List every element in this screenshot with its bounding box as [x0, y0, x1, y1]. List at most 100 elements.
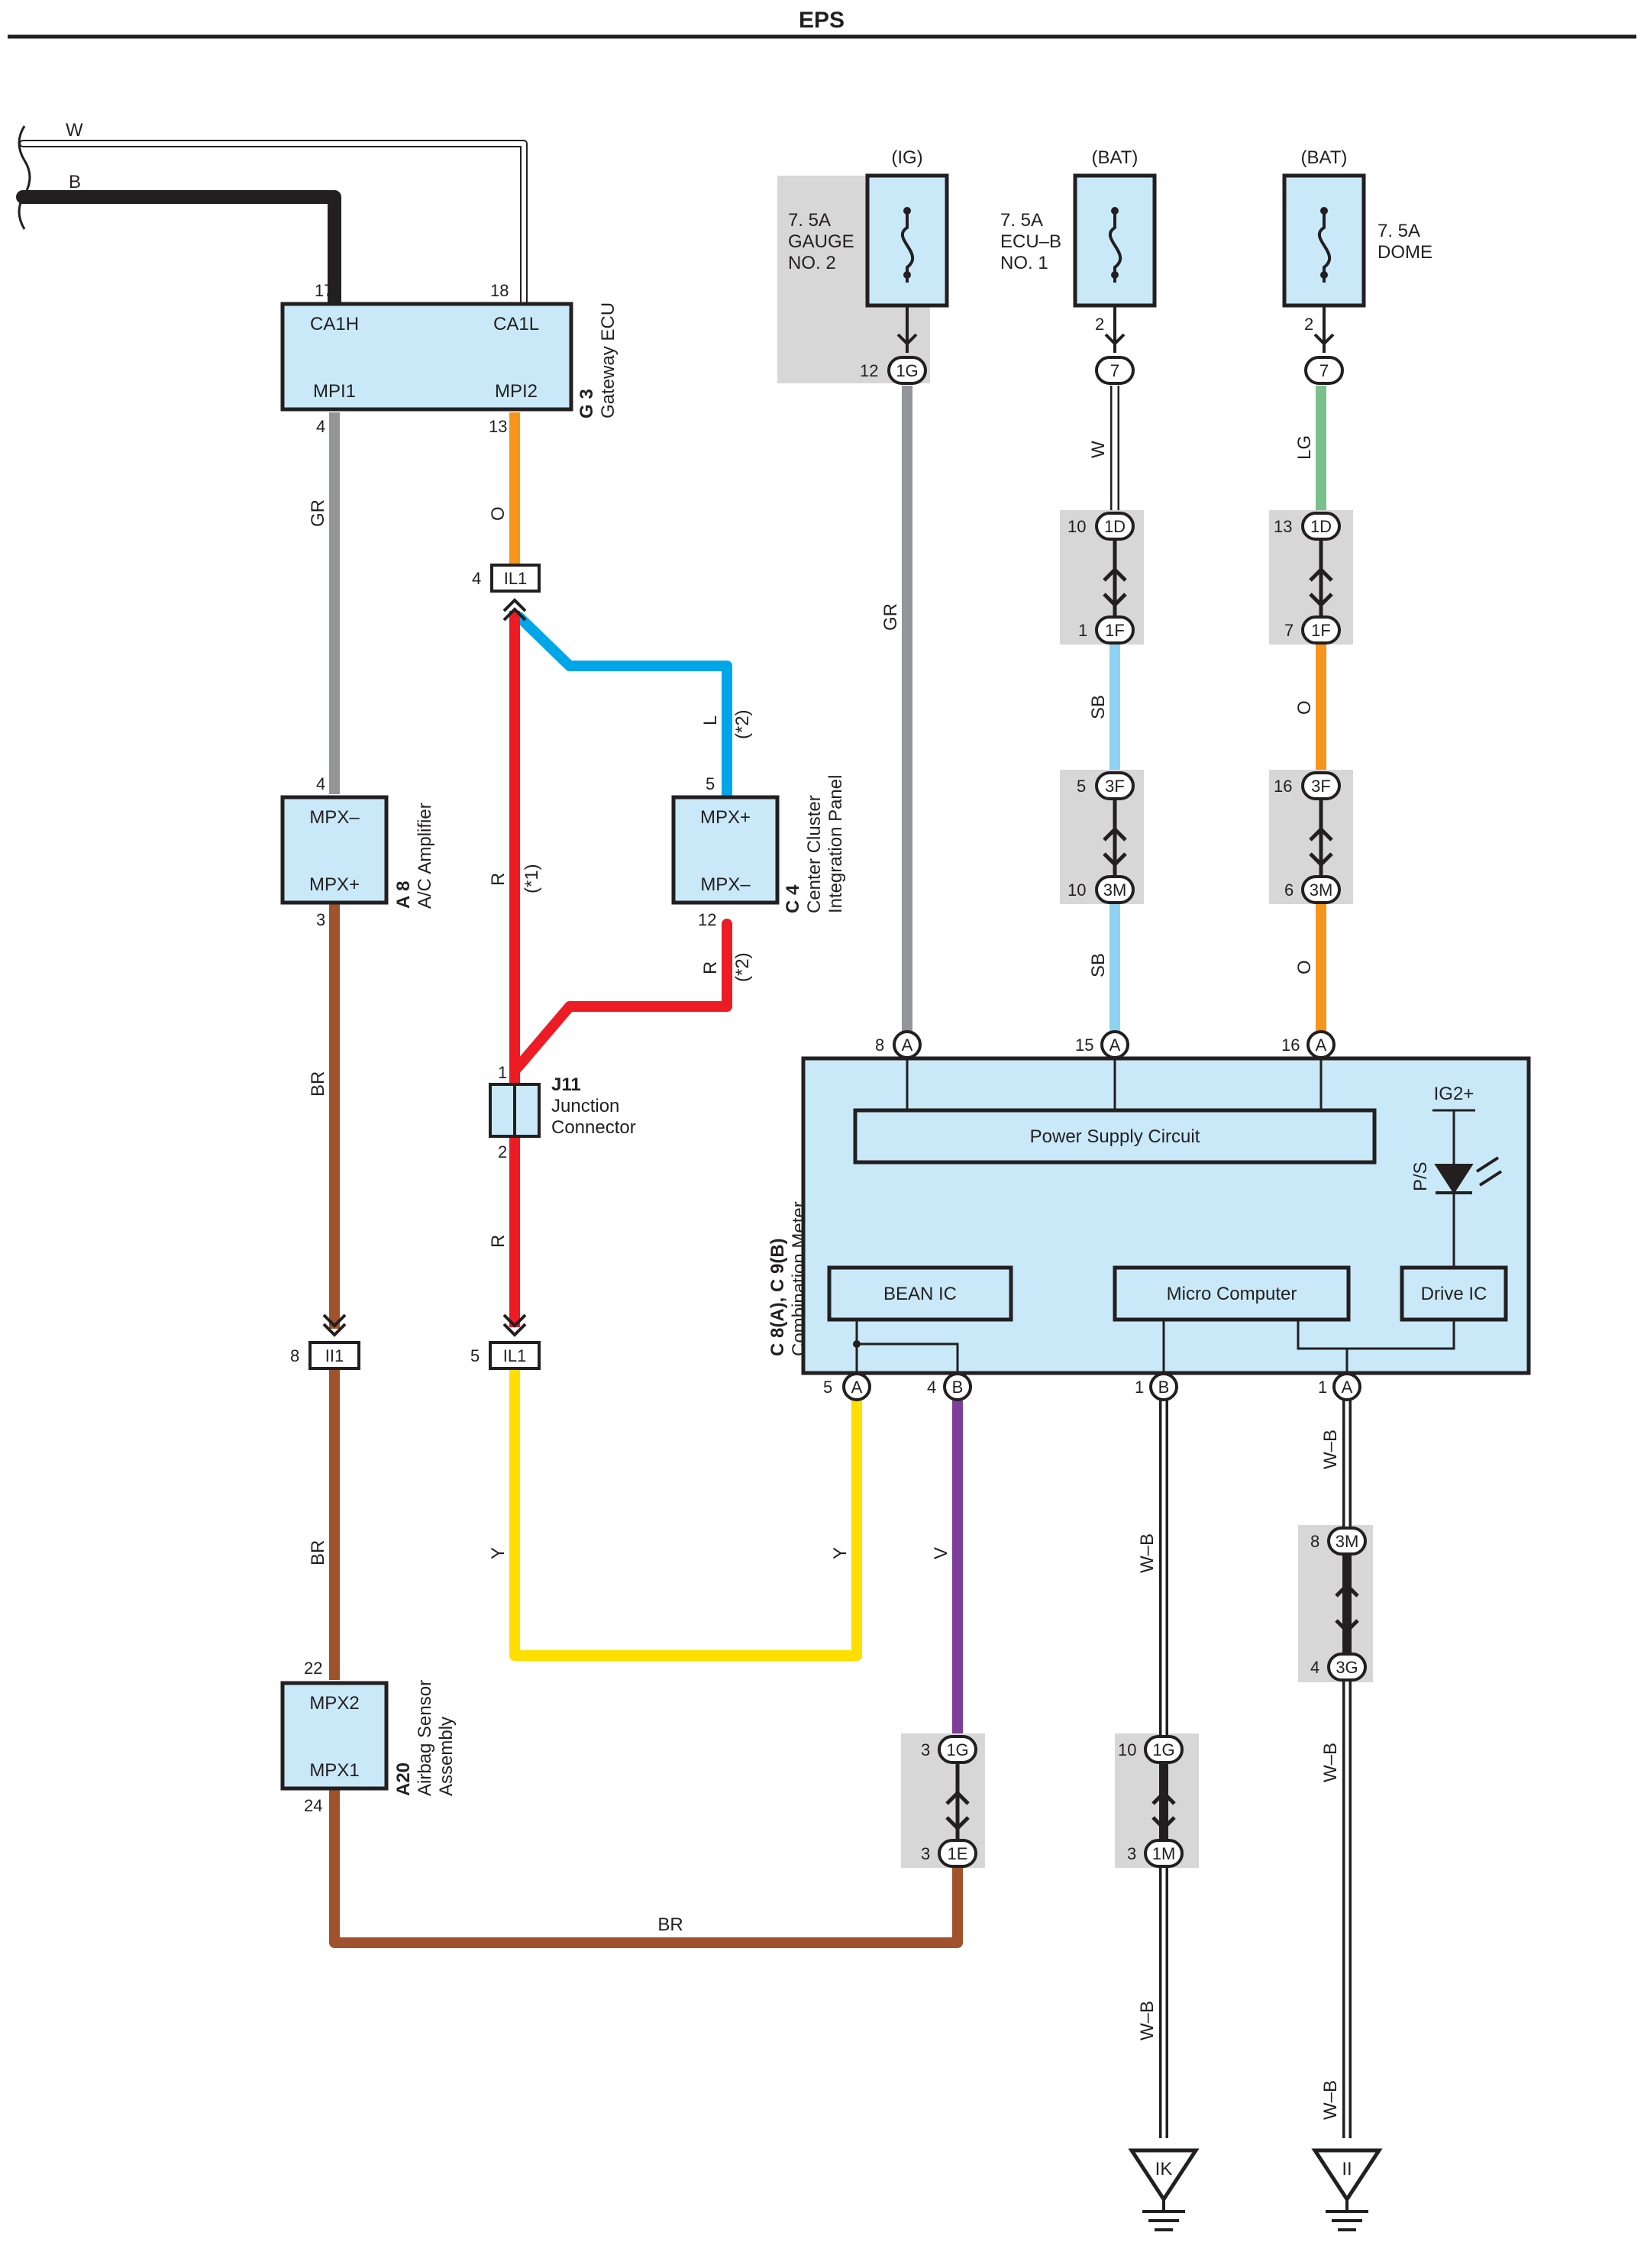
wb-conn-3g-name: 3G — [1336, 1658, 1358, 1677]
ecub-fuse-number: NO. 1 — [1000, 253, 1048, 273]
meter-bot-pin-b4-conn: B — [952, 1378, 964, 1397]
gauge-fuse-element — [900, 212, 914, 283]
center-cluster-box — [671, 795, 780, 905]
ground-ik-icon — [1128, 2148, 1200, 2203]
ecub-conn-1f-name: 1F — [1105, 621, 1125, 640]
meter-ps-label: P/S — [1410, 1161, 1431, 1191]
ecub-fuse-element — [1108, 212, 1122, 283]
meter-bot-pin-a1-num: 1 — [1318, 1378, 1327, 1397]
ground-ik-bars — [1142, 2199, 1185, 2231]
meter-top-pin-a8 — [893, 1030, 922, 1059]
wire-label-o-left: O — [488, 506, 509, 521]
wire-w-top-inner — [21, 141, 526, 304]
wire-label-gr-left: GR — [308, 499, 328, 527]
gateway-term-mpi1: MPI1 — [313, 381, 356, 402]
ecub-conn-3f-pin: 5 — [1077, 777, 1086, 796]
v-1g-1e-arrows — [945, 1790, 970, 1831]
il1-top-pin: 4 — [472, 569, 481, 588]
ac-amp-term-mpx-plus: MPX+ — [309, 874, 360, 895]
ecub-fuse-name: ECU–B — [1000, 231, 1061, 252]
gauge-fuse-node-bottom — [903, 271, 911, 279]
meter-top-pin-a16-conn: A — [1316, 1035, 1327, 1055]
wire-label-lg: LG — [1294, 435, 1315, 460]
wb-conn-3g — [1327, 1653, 1367, 1682]
ecub-conn-3m — [1095, 875, 1135, 904]
ecub-conn-7-name: 7 — [1110, 361, 1119, 380]
dome-fuse-chevron — [1313, 333, 1335, 346]
j11-code: J11 — [551, 1074, 581, 1095]
wire-label-y-left: Y — [488, 1547, 509, 1559]
center-cluster-name-1: Center Cluster — [804, 795, 825, 913]
dome-fuse-name: DOME — [1378, 242, 1432, 263]
meter-micro-to-drive — [1297, 1320, 1455, 1350]
wire-label-w-ecub: W — [1088, 441, 1109, 458]
dome-conn-1d-pin: 13 — [1274, 517, 1292, 536]
airbag-term-mpx1: MPX1 — [309, 1760, 359, 1781]
il1-top-name: IL1 — [504, 569, 528, 588]
ecub-1d-1f-arrows — [1103, 567, 1127, 608]
dome-fuse-element — [1317, 212, 1331, 283]
wb-conn-1g-name: 1G — [1152, 1740, 1174, 1759]
wire-label-r-lower: R — [488, 1235, 509, 1248]
wb-conn-3m-name: 3M — [1336, 1532, 1359, 1551]
bean-ic-label: BEAN IC — [883, 1284, 957, 1304]
ac-amp-code: A 8 — [393, 881, 414, 909]
airbag-name-1: Airbag Sensor — [415, 1680, 435, 1796]
meter-name: Combination Meter — [789, 1201, 809, 1356]
page-title: EPS — [799, 8, 845, 33]
dome-conn-3f-name: 3F — [1311, 777, 1331, 796]
ecub-fuse-node-top — [1111, 207, 1119, 215]
il1-bottom-pin: 5 — [470, 1346, 480, 1365]
ac-amp-pin-4: 4 — [316, 774, 325, 793]
ii1-chevron — [322, 1313, 347, 1337]
bean-ic-box — [827, 1265, 1013, 1322]
ecub-conn-1d-name: 1D — [1104, 517, 1126, 536]
ac-amp-name: A/C Amplifier — [415, 803, 435, 909]
dome-conn-7 — [1304, 356, 1344, 385]
wire-label-sb1: SB — [1088, 695, 1109, 719]
airbag-sensor-box — [280, 1681, 389, 1791]
dome-1d-1f-arrows — [1309, 567, 1333, 608]
dome-conn-3f-pin: 16 — [1274, 777, 1292, 796]
wire-label-br-bottom: BR — [657, 1914, 683, 1935]
dome-conn-1f — [1301, 615, 1341, 645]
wire-label-v: V — [931, 1547, 951, 1559]
ecub-conn-3m-pin: 10 — [1067, 880, 1086, 900]
micro-computer-box — [1113, 1265, 1351, 1322]
wire-b-top — [16, 190, 341, 309]
meter-code: C 8(A), C 9(B) — [767, 1238, 788, 1356]
wire-label-b-top: B — [69, 172, 81, 192]
gauge-conn-1g-name: 1G — [896, 361, 918, 380]
ecub-conn-1f — [1095, 615, 1135, 645]
dome-3f-3m-arrows — [1309, 826, 1333, 867]
wire-l-cluster — [514, 612, 732, 800]
ecub-fuse-rating: 7. 5A — [1000, 210, 1043, 231]
center-cluster-name-2: Integration Panel — [825, 775, 846, 913]
gateway-pin-18: 18 — [490, 281, 509, 300]
dome-conn-1f-pin: 7 — [1284, 621, 1294, 640]
airbag-code: A20 — [393, 1762, 414, 1796]
ground-ii-bars — [1326, 2199, 1368, 2231]
wire-label-wb3: W–B — [1320, 1743, 1341, 1782]
gauge-fuse-node-top — [903, 207, 911, 215]
ii1-connector — [308, 1341, 360, 1370]
meter-top-pin-a8-conn: A — [902, 1035, 913, 1055]
wire-label-gr-fuse: GR — [880, 603, 901, 631]
wire-label-wb5: W–B — [1320, 2080, 1341, 2120]
ground-ii-icon — [1311, 2148, 1383, 2203]
meter-top-pin-a15-num: 15 — [1075, 1035, 1093, 1055]
meter-top-pin-a16 — [1306, 1030, 1336, 1059]
wire-label-br-upper: BR — [308, 1071, 328, 1097]
gateway-pin-17: 17 — [315, 281, 333, 300]
meter-bot-pin-b1 — [1149, 1372, 1178, 1401]
wb-conn-3m-pin: 8 — [1310, 1532, 1319, 1551]
meter-bot-pin-b4-num: 4 — [927, 1378, 936, 1397]
v-conn-1g-pin: 3 — [921, 1740, 930, 1759]
gauge-fuse-name: GAUGE — [788, 231, 854, 252]
dome-fuse-rating: 7. 5A — [1378, 221, 1420, 241]
meter-bot-pin-a5-num: 5 — [823, 1378, 832, 1397]
wire-label-star2-top: (*2) — [732, 709, 753, 739]
gauge-fuse-number: NO. 2 — [788, 253, 836, 273]
dome-conn-1d-name: 1D — [1310, 517, 1332, 536]
wire-label-r-main: R — [488, 873, 509, 886]
